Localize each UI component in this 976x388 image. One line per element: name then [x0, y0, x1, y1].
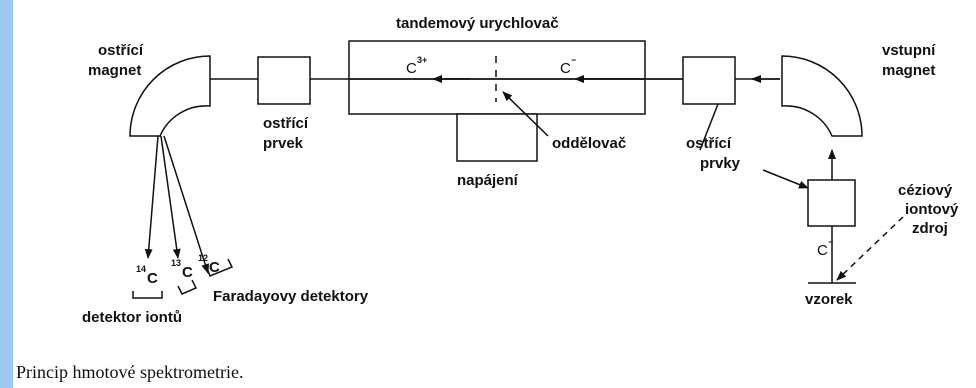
fan-line-13 [160, 135, 181, 259]
c14-element: C [147, 270, 158, 287]
c12-element: C [209, 259, 220, 276]
cesium-beam [836, 216, 904, 281]
focus-elements-label-1: ostřící [686, 135, 732, 152]
focusing-magnet [129, 55, 211, 137]
cminus-lower-charge: − [828, 237, 833, 247]
lower-focusing-box [807, 179, 856, 227]
focus-elements-pointer [762, 169, 809, 189]
detector-14-bracket [132, 291, 163, 299]
fan-line-12 [163, 135, 210, 274]
accelerator-label: tandemový urychlovač [396, 15, 559, 32]
source-label-1: céziový [898, 182, 953, 199]
c3plus-charge: 3+ [417, 55, 427, 65]
cminus-symbol: C [560, 60, 571, 77]
ams-diagram: tandemový urychlovač ostřící magnet ostř… [82, 15, 959, 326]
detector-13-bracket [177, 279, 198, 295]
input-magnet [781, 55, 863, 137]
stripper-label: oddělovač [552, 135, 626, 152]
input-magnet-label-1: vstupní [882, 42, 936, 59]
sample-label: vzorek [805, 291, 853, 308]
power-label: napájení [457, 172, 519, 189]
focusing-elements-box [682, 56, 736, 105]
caption: Princip hmotové spektrometrie. [16, 362, 244, 382]
focus-element-label-2: prvek [263, 135, 304, 152]
source-label-2: iontový [905, 201, 959, 218]
faraday-detectors-label: Faradayovy detektory [213, 288, 369, 305]
focusing-element-box [257, 56, 311, 105]
cminus-lower-symbol: C [817, 242, 828, 259]
fan-line-14 [144, 135, 159, 259]
focus-elements-label-2: prvky [700, 155, 741, 172]
c12-mass: 12 [198, 253, 208, 263]
accelerator-box [348, 40, 646, 115]
focus-element-label-1: ostřící [263, 115, 309, 132]
source-label-3: zdroj [912, 220, 948, 237]
c14-mass: 14 [136, 264, 146, 274]
focus-elements-pointer-2 [699, 103, 719, 151]
c13-mass: 13 [171, 258, 181, 268]
focus-magnet-label-1: ostřící [98, 42, 144, 59]
c13-element: C [182, 264, 193, 281]
input-magnet-label-2: magnet [882, 62, 935, 79]
cminus-charge: − [571, 55, 576, 65]
detector-12-bracket [206, 258, 234, 277]
c3plus-symbol: C [406, 60, 417, 77]
power-supply-box [456, 113, 538, 162]
ion-detector-label: detektor iontů [82, 309, 182, 326]
stripper-pointer [502, 91, 549, 137]
focus-magnet-label-2: magnet [88, 62, 141, 79]
